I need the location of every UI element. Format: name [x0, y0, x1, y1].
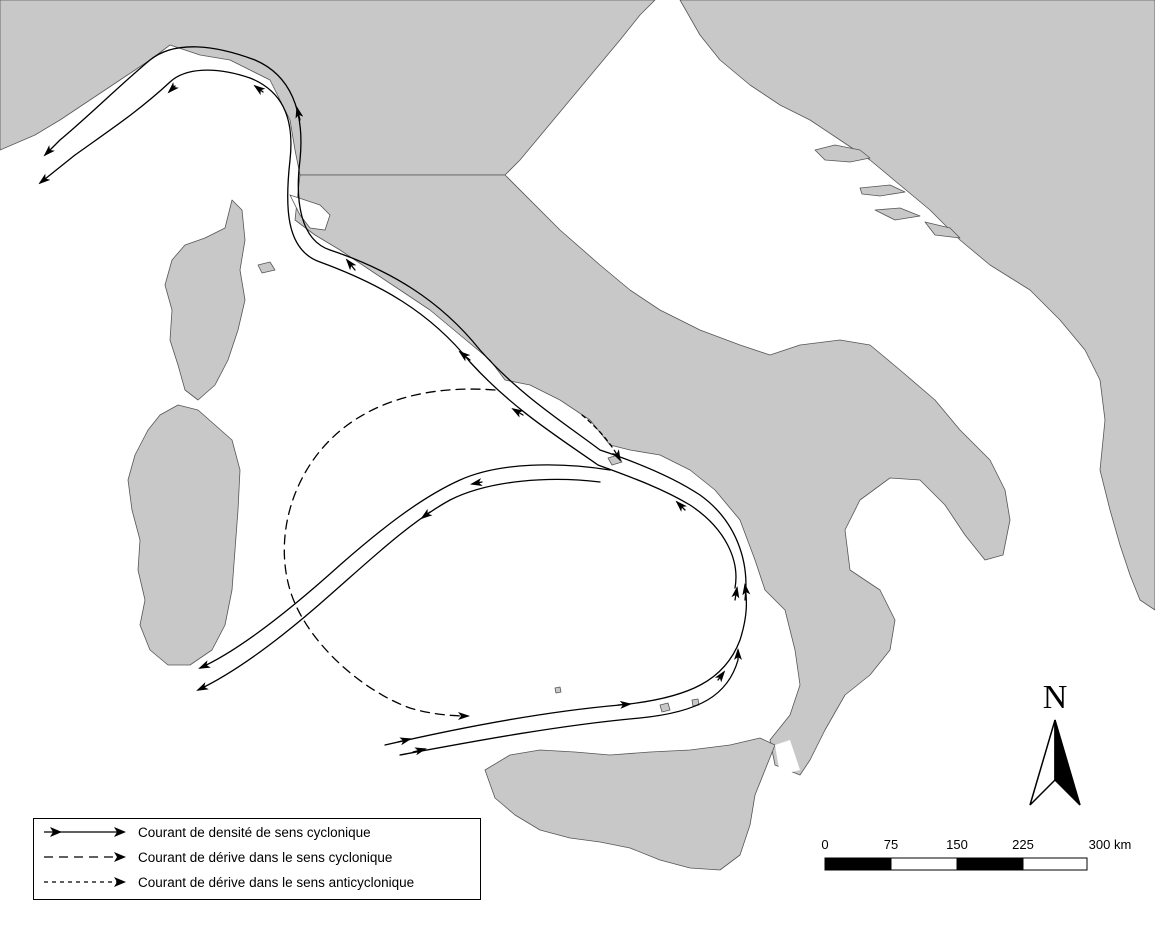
- scale-tick-0: 0: [821, 837, 828, 852]
- sardinia: [127, 404, 241, 666]
- scale-tick-75: 75: [884, 837, 898, 852]
- scale-tick-225: 225: [1012, 837, 1034, 852]
- balkan-coast: [679, 0, 1155, 611]
- north-arrow-letter: N: [1043, 679, 1068, 716]
- elba: [257, 261, 276, 274]
- island-4: [924, 221, 961, 239]
- legend-item-dashed: Courant de dérive dans le sens cycloniqu…: [34, 847, 480, 869]
- north-arrow-right-half: [1054, 719, 1081, 806]
- italian-peninsula: [294, 174, 1011, 776]
- legend-symbol-dashed: [44, 852, 126, 862]
- land-masses: [0, 0, 1155, 871]
- sicily: [484, 737, 776, 871]
- island-2: [859, 184, 906, 197]
- scale-seg-4: [1022, 857, 1088, 871]
- legend-item-solid: Courant de densité de sens cyclonique: [34, 822, 480, 844]
- density-current-south-inner: [196, 478, 601, 691]
- corsica: [164, 199, 246, 401]
- legend-item-dotted: Courant de dérive dans le sens anticyclo…: [34, 872, 480, 894]
- scale-tick-150: 150: [946, 837, 968, 852]
- density-current-north-outer: [43, 46, 747, 601]
- legend: Courant de densité de sens cyclonique Co…: [33, 818, 481, 900]
- scale-seg-3: [956, 857, 1024, 871]
- aeolian-1: [659, 702, 671, 713]
- density-current-south-outer: [198, 464, 611, 669]
- north-arrow-left-half: [1029, 719, 1056, 806]
- northern-mainland: [0, 0, 656, 176]
- legend-label-dashed: Courant de dérive dans le sens cycloniqu…: [138, 850, 393, 865]
- density-current-inflow-inner: [399, 648, 742, 756]
- ustica: [554, 686, 562, 694]
- legend-symbol-solid: [44, 827, 126, 837]
- legend-symbol-dotted: [44, 877, 126, 887]
- legend-label-dotted: Courant de dérive dans le sens anticyclo…: [138, 875, 415, 890]
- density-current-inflow-outer: [384, 583, 751, 746]
- density-current-north-inner: [38, 69, 737, 589]
- legend-label-solid: Courant de densité de sens cyclonique: [138, 825, 371, 840]
- scale-bar: 0 75 150 225 300 km: [821, 837, 1132, 871]
- north-arrow: N: [1029, 679, 1081, 806]
- island-1: [814, 144, 871, 163]
- drift-current-cyclonic: [283, 388, 496, 720]
- scale-seg-1: [824, 857, 892, 871]
- island-3: [874, 207, 921, 221]
- scale-end-label: 300 km: [1089, 837, 1132, 852]
- scale-seg-2: [890, 857, 958, 871]
- currents: [38, 46, 751, 756]
- drift-current-anticyclonic: [581, 414, 621, 462]
